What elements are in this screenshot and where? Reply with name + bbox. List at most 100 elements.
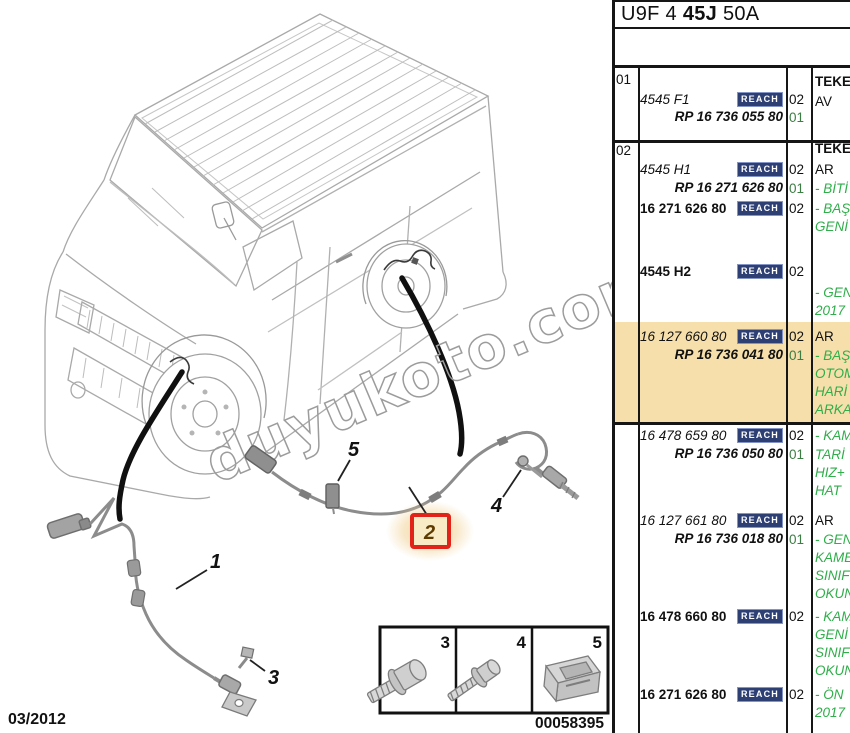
table-border	[612, 422, 850, 425]
parts-table: U9F 4 45J 50A 01 4545 F1 REACH 02 RP 16 …	[612, 0, 850, 733]
desc-fragment: 2017	[815, 705, 846, 720]
code-prefix: U9F 4	[621, 3, 683, 25]
selected-row-highlight[interactable]	[612, 322, 850, 422]
rp-part-number[interactable]: RP 16 736 055 80	[674, 109, 783, 124]
desc-fragment: TARİ	[815, 447, 845, 462]
front-sensor-harness	[46, 496, 257, 717]
row-ref: 02	[616, 143, 632, 158]
van-abs-wiring	[169, 249, 436, 385]
reach-badge[interactable]: REACH	[737, 687, 783, 702]
rear-sensor-harness	[244, 430, 580, 516]
desc-fragment: OKUN	[815, 586, 850, 601]
qty-value: 01	[789, 348, 805, 363]
desc-fragment: HARİ	[815, 384, 848, 399]
qty-value: 02	[789, 329, 805, 344]
desc-fragment: HAT	[815, 483, 841, 498]
desc-fragment: OTOM	[815, 366, 850, 381]
desc-fragment: - BAŞ	[815, 201, 850, 216]
qty-value: 02	[789, 513, 805, 528]
callout-labels: 1 3 5 4 2	[175, 439, 522, 689]
table-border	[638, 65, 640, 733]
reach-badge[interactable]: REACH	[737, 513, 783, 528]
rp-part-number[interactable]: RP 16 271 626 80	[674, 180, 783, 195]
desc-fragment: HIZ+	[815, 465, 845, 480]
desc-fragment: AV	[815, 94, 833, 109]
sheet-number: 00058395	[535, 715, 604, 732]
qty-value: 02	[789, 428, 805, 443]
qty-value: 02	[789, 609, 805, 624]
callout-5[interactable]: 5	[348, 439, 360, 461]
reach-badge[interactable]: REACH	[737, 201, 783, 216]
desc-fragment: - KAM	[815, 609, 850, 624]
callout-1[interactable]: 1	[210, 551, 221, 573]
part-number[interactable]: 4545 H1	[640, 162, 692, 177]
reach-badge[interactable]: REACH	[737, 264, 783, 279]
part-number[interactable]: 4545 H2	[640, 264, 692, 279]
table-border	[612, 27, 850, 29]
part-number[interactable]: 4545 F1	[640, 92, 690, 107]
date-label: 03/2012	[8, 711, 66, 728]
desc-fragment: TEKE	[815, 141, 850, 156]
inset-label-5: 5	[593, 633, 602, 652]
table-border	[612, 140, 850, 143]
bolt-4-drawing	[447, 659, 501, 702]
desc-fragment: GENİ	[815, 219, 849, 234]
desc-fragment: OKUN	[815, 663, 850, 678]
table-border	[786, 65, 788, 733]
table-border	[811, 65, 813, 733]
table-border	[612, 65, 850, 68]
table-border	[612, 0, 615, 733]
inset-label-4: 4	[517, 633, 527, 652]
rp-part-number[interactable]: RP 16 736 041 80	[674, 347, 783, 362]
desc-fragment: SINIF	[815, 645, 850, 660]
desc-fragment: GENİ	[815, 627, 849, 642]
desc-fragment: - ÖN	[815, 687, 844, 702]
bolt-3-drawing	[366, 659, 427, 704]
page-code-title: U9F 4 45J 50A	[621, 3, 759, 26]
callout-4[interactable]: 4	[490, 495, 502, 517]
desc-fragment: - KAM	[815, 428, 850, 443]
part-number[interactable]: 16 478 659 80	[640, 428, 727, 443]
desc-fragment: SINIF	[815, 568, 850, 583]
desc-fragment: - GEN	[815, 532, 850, 547]
qty-value: 02	[789, 687, 805, 702]
reach-badge[interactable]: REACH	[737, 609, 783, 624]
rp-part-number[interactable]: RP 16 736 018 80	[674, 531, 783, 546]
desc-fragment: AR	[815, 329, 834, 344]
clip-5-drawing	[543, 655, 602, 703]
qty-value: 02	[789, 264, 805, 279]
part-number[interactable]: 16 127 661 80	[640, 513, 727, 528]
inset-box: 3 4 5	[366, 625, 610, 715]
code-suffix: 50A	[717, 3, 760, 25]
desc-fragment: - BAŞ	[815, 348, 850, 363]
qty-value: 01	[789, 110, 805, 125]
callout-2[interactable]: 2	[423, 522, 435, 544]
desc-fragment: TEKE	[815, 74, 850, 89]
qty-value: 02	[789, 162, 805, 177]
part-number[interactable]: 16 271 626 80	[640, 687, 727, 702]
van-drawing	[44, 13, 507, 500]
callout-3[interactable]: 3	[268, 667, 279, 689]
part-number[interactable]: 16 127 660 80	[640, 329, 727, 344]
desc-fragment: AR	[815, 513, 834, 528]
qty-value: 01	[789, 532, 805, 547]
desc-fragment: KAME	[815, 550, 850, 565]
reach-badge[interactable]: REACH	[737, 162, 783, 177]
desc-fragment: AR	[815, 162, 834, 177]
rp-part-number[interactable]: RP 16 736 050 80	[674, 446, 783, 461]
qty-value: 01	[789, 447, 805, 462]
leader-curves	[116, 275, 465, 522]
inset-label-3: 3	[441, 633, 450, 652]
reach-badge[interactable]: REACH	[737, 428, 783, 443]
desc-fragment: - GEN	[815, 285, 850, 300]
part-number[interactable]: 16 271 626 80	[640, 201, 727, 216]
callout-2-box[interactable]	[410, 513, 451, 549]
qty-value: 01	[789, 181, 805, 196]
row-ref: 01	[616, 72, 632, 87]
reach-badge[interactable]: REACH	[737, 92, 783, 107]
reach-badge[interactable]: REACH	[737, 329, 783, 344]
part-number[interactable]: 16 478 660 80	[640, 609, 727, 624]
parts-diagram: duyukoto.com	[8, 13, 612, 732]
desc-fragment: 2017	[815, 303, 846, 318]
